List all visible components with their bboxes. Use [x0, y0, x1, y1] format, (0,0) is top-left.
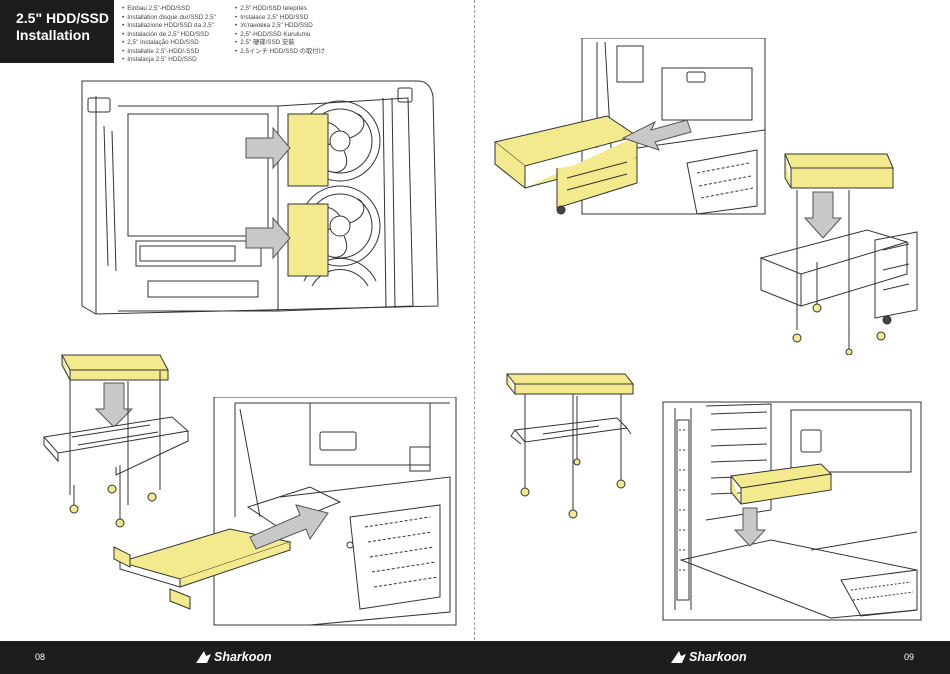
language-item: Installazione HDD/SSD da 2,5"	[122, 22, 216, 31]
case-mounting-positions-illustration	[81, 80, 439, 315]
language-item: 2,5"-HDD/SSD Kurulumu	[235, 31, 325, 40]
drive-into-case-illustration	[662, 401, 922, 621]
section-title: 2.5" HDD/SSD Installation	[0, 0, 114, 63]
language-item: 2,5" HDD/SSD telepítés	[235, 5, 325, 14]
screw-icon	[616, 479, 626, 489]
language-item: Einbau 2,5"-HDD/SSD	[122, 5, 216, 14]
language-item: Installatie 2,5"-HDD/-SSD	[122, 48, 216, 57]
screw-icon	[876, 331, 886, 341]
brand-name: Sharkoon	[689, 650, 747, 664]
brand-name: Sharkoon	[214, 650, 272, 664]
bracket-removal-illustration	[493, 38, 766, 215]
drive-bracket-screws-illustration	[505, 373, 635, 519]
page-number-right: 09	[904, 652, 915, 662]
screw-icon	[792, 333, 802, 343]
left-page: 2.5" HDD/SSD Installation Einbau 2,5"-HD…	[0, 0, 475, 674]
language-item: Instalace 2,5" HDD/SSD	[235, 14, 325, 23]
language-item: 2,5" Instalação HDD/SSD	[122, 39, 216, 48]
drive-mount-right-illustration	[759, 153, 918, 355]
language-item: 2.5インチ HDD/SSD の取付け	[235, 48, 325, 57]
screw-icon	[107, 484, 117, 494]
brand-logo: Sharkoon	[196, 648, 272, 666]
language-item: Installation disque dur/SSD 2,5"	[122, 14, 216, 23]
section-title-line-1: 2.5" HDD/SSD	[16, 10, 109, 26]
brand-logo: Sharkoon	[671, 648, 747, 666]
screw-icon	[69, 485, 79, 514]
screw-icon	[520, 487, 530, 497]
drive-to-bracket-illustration	[43, 354, 190, 528]
shark-icon	[671, 651, 686, 663]
page-number-left: 08	[35, 652, 46, 662]
right-page	[475, 0, 950, 674]
language-list-col-2: 2,5" HDD/SSD telepítés Instalace 2,5" HD…	[235, 5, 325, 56]
page-divider	[474, 0, 475, 640]
screw-icon	[568, 509, 578, 519]
language-list-col-1: Einbau 2,5"-HDD/SSD Installation disque …	[122, 5, 216, 65]
screw-icon	[147, 492, 157, 502]
screw-icon	[115, 518, 125, 528]
bracket-into-case-illustration	[113, 397, 457, 626]
section-title-line-2: Installation	[16, 27, 90, 43]
language-item: Instalación de 2,5" HDD/SSD	[122, 31, 216, 40]
language-item: Instalacja 2,5" HDD/SSD	[122, 56, 216, 65]
page-footer	[0, 641, 950, 674]
screw-icon	[812, 303, 822, 313]
screw-icon	[845, 348, 853, 355]
shark-icon	[196, 651, 211, 663]
language-item: Установка 2,5" HDD/SSD	[235, 22, 325, 31]
language-item: 2.5" 硬碟/SSD 安裝	[235, 39, 325, 48]
screw-icon	[573, 458, 581, 466]
